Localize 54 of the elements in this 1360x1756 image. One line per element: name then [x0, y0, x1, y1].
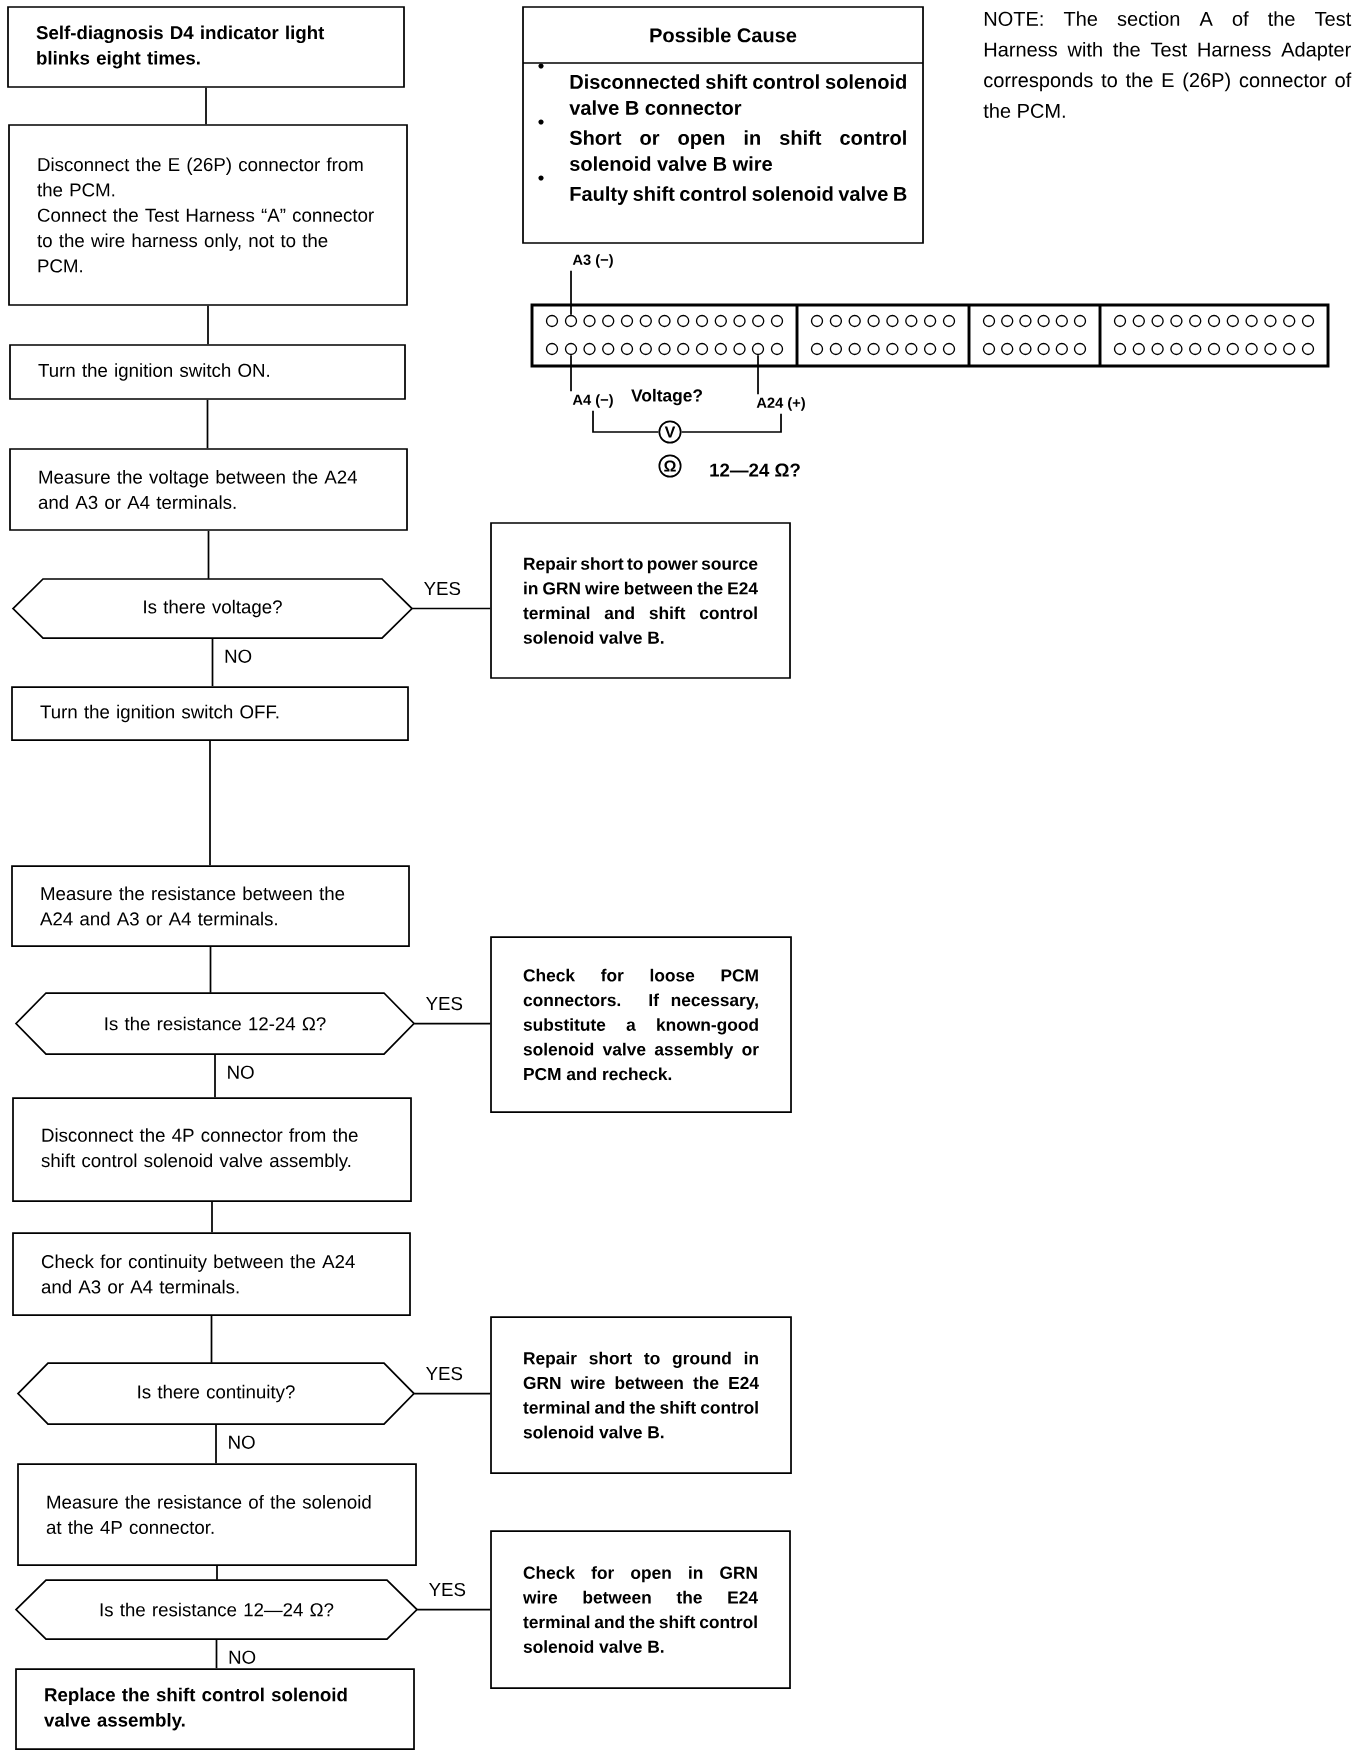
test-lead	[592, 409, 660, 433]
edge-label: NO	[222, 648, 254, 665]
connector-line	[216, 1565, 218, 1581]
process-box: Check for continuity between the A24 and A3 or A4 terminals.	[12, 1232, 411, 1316]
action-box: Check for loose PCM connectors. If necessary, substitute a known-good solenoid valve assembly or PCM and recheck.	[490, 936, 792, 1113]
note: NOTE: The section A of the Test Harness with the Test Harness Adapter corresponds to the E (26P) connector of the PCM.	[983, 11, 1352, 118]
process-box: Disconnect the E (26P) connector from the PCM. Connect the Test Harness “A” connector to the wire harness only, not to the PCM.	[8, 124, 408, 306]
connector-line	[413, 1392, 491, 1395]
edge-label: NO	[225, 1064, 256, 1081]
process-box: Turn the ignition switch ON.	[9, 344, 406, 400]
process-box: Replace the shift control solenoid valve assembly.	[15, 1668, 415, 1750]
connector-line	[206, 399, 209, 449]
connector-line	[209, 740, 211, 866]
connector-line	[215, 1638, 218, 1669]
action-box: Check for open in GRN wire between the E24 terminal and the shift control solenoid valve B.	[490, 1530, 791, 1689]
connector-line	[207, 530, 210, 580]
connector-line	[211, 637, 214, 687]
process-box: Turn the ignition switch OFF.	[11, 686, 409, 741]
connector-line	[209, 946, 212, 994]
action-box: Repair short to ground in GRN wire between the E24 terminal and the shift control solenoid valve B.	[490, 1316, 792, 1474]
action-box: Repair short to power source in GRN wire between the E24 terminal and shift control solenoid valve B.	[490, 522, 791, 679]
leader-line	[757, 354, 759, 396]
terminal-label: A24 (+)	[756, 397, 805, 411]
process-box: Measure the resistance of the solenoid at the 4P connector.	[17, 1463, 417, 1566]
value-label: 12—24 Ω?	[710, 463, 800, 477]
edge-label: YES	[427, 1581, 468, 1598]
connector-line	[413, 1022, 491, 1025]
connector-line	[210, 1315, 213, 1364]
connector-line	[207, 305, 209, 345]
test-lead	[680, 412, 782, 433]
edge-label: NO	[226, 1649, 258, 1666]
process-box: Measure the resistance between the A24 and A3 or A4 terminals.	[11, 865, 410, 947]
edge-label: YES	[422, 580, 463, 597]
leader-line	[570, 269, 572, 316]
leader-line	[570, 354, 572, 393]
edge-label: YES	[424, 995, 465, 1012]
process-box: Self-diagnosis D4 indicator light blinks eight times.	[7, 6, 405, 88]
connector-line	[215, 1423, 217, 1464]
terminal-label: A3 (−)	[572, 254, 613, 268]
terminal-label: A4 (−)	[572, 394, 613, 408]
cause-box: Possible Cause Disconnected shift control solenoid valve B connector Short or open in shift control solenoid valve B wire Faulty shift control solenoid valve B	[522, 6, 924, 244]
measurement-label: Voltage?	[631, 388, 702, 406]
connector-line	[416, 1608, 491, 1611]
edge-label: NO	[226, 1434, 257, 1451]
connector-line	[211, 1201, 213, 1233]
process-box: Disconnect the 4P connector from the shift control solenoid valve assembly.	[12, 1097, 412, 1202]
edge-label: YES	[424, 1365, 465, 1382]
connector-line	[214, 1053, 216, 1098]
connector-pin	[751, 342, 765, 356]
connector-line	[205, 87, 207, 125]
connector-pin	[564, 314, 578, 328]
connector-pin	[564, 342, 578, 356]
process-box: Measure the voltage between the A24 and A3 or A4 terminals.	[9, 448, 408, 531]
connector-line	[411, 607, 491, 610]
